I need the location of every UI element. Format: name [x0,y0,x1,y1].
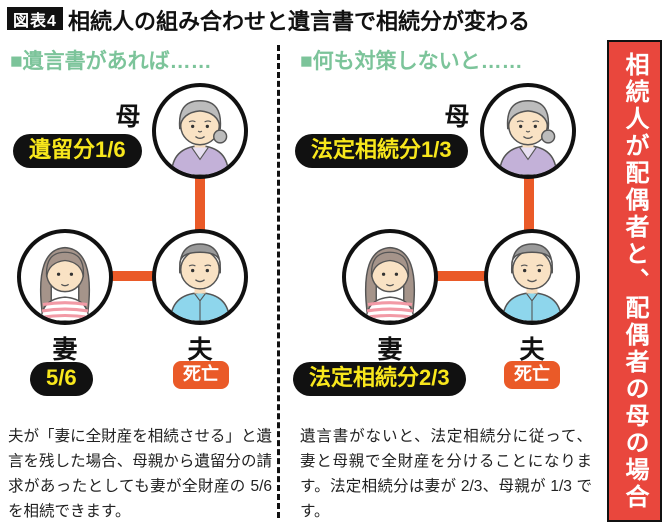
mother-share-badge: 遺留分1/6 [13,134,142,168]
wife-share-badge: 5/6 [30,362,93,396]
mother-share-badge: 法定相続分1/3 [295,134,468,168]
mother-husband-connector-line [195,177,205,231]
wife-label: 妻 [52,336,78,364]
wife-share-badge: 法定相続分2/3 [293,362,466,396]
mother-label: 母 [115,103,141,131]
mother-label: 母 [444,103,470,131]
right-panel-description: 遺言書がないと、法定相続分に従って、妻と母親で全財産を分けることになります。法定… [300,428,592,520]
husband-deceased-badge: 死亡 [173,361,229,389]
figure-number-badge: 図表4 [7,7,63,30]
right-panel-heading: ■何も対策しないと…… [300,50,523,73]
left-panel-description: 夫が「妻に全財産を相続させる」と遺言を残した場合、母親から遺留分の請求があったと… [8,428,272,520]
panel-divider [277,45,280,518]
case-title-banner: 相続人が配偶者と、配偶者の母の場合 [607,40,662,522]
mother-avatar [480,83,576,179]
mother-husband-connector-line [524,177,534,231]
left-panel-heading: ■遺言書があれば…… [10,50,212,73]
wife-avatar [17,229,113,325]
husband-label: 夫 [519,336,545,364]
mother-avatar [152,83,248,179]
wife-husband-connector-line [434,271,486,281]
husband-avatar [152,229,248,325]
husband-avatar [484,229,580,325]
wife-label: 妻 [377,336,403,364]
husband-deceased-badge: 死亡 [504,361,560,389]
wife-husband-connector-line [106,271,158,281]
figure-title: 相続人の組み合わせと遺言書で相続分が変わる [68,9,531,34]
case-title-text: 相続人が配偶者と、配偶者の母の場合 [621,51,648,511]
wife-avatar [342,229,438,325]
husband-label: 夫 [187,336,213,364]
